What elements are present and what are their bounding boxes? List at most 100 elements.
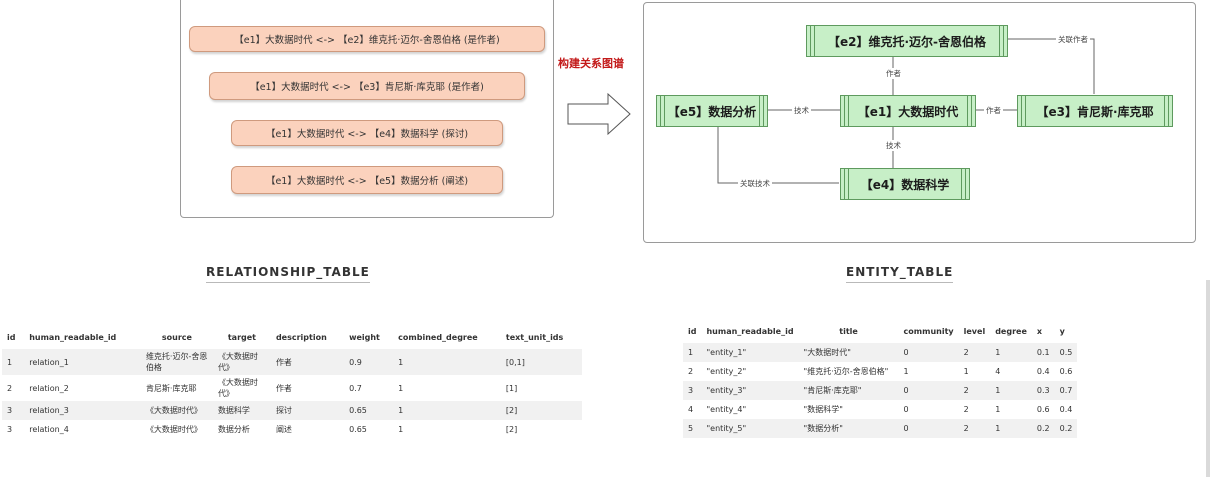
graph-edges [717, 38, 1095, 184]
cell-id: 2 [688, 367, 694, 376]
cell-degree: 1 [995, 405, 1001, 414]
column-header: title [839, 326, 858, 336]
cell-weight: 0.7 [349, 383, 362, 393]
column-header: id [7, 332, 16, 342]
table-row: 3 relation_3 《大数据时代》 数据科学 探讨 0.65 1 [2] [2, 401, 582, 420]
column-header: description [275, 332, 327, 342]
cell-target: 《大数据时代》 [217, 378, 258, 398]
cell-human-readable-id: "entity_4" [706, 405, 747, 414]
column-header: human_readable_id [706, 326, 794, 336]
column-header: level [963, 326, 986, 336]
cell-id: 5 [688, 424, 694, 433]
cell-human-readable-id: relation_1 [29, 357, 69, 367]
cell-degree: 1 [995, 424, 1001, 433]
cell-combined-degree: 1 [398, 406, 404, 415]
table-row: 5 "entity_5" "数据分析" 0 2 1 0.2 0.2 [683, 419, 1078, 438]
table-row: 1 "entity_1" "大数据时代" 0 2 1 0.1 0.5 [683, 343, 1078, 362]
cell-id: 1 [7, 357, 13, 367]
column-header: weight [349, 332, 380, 342]
cell-human-readable-id: relation_2 [29, 383, 69, 393]
cell-id: 3 [688, 386, 694, 395]
entity-table-title: ENTITY_TABLE [846, 265, 954, 283]
relation-item: 【e1】大数据时代 <-> 【e4】数据科学 (探讨) [231, 120, 503, 146]
cell-human-readable-id: relation_3 [29, 406, 69, 415]
cell-human-readable-id: "entity_3" [706, 386, 747, 395]
cell-weight: 0.65 [349, 425, 367, 434]
cell-text-unit-ids: [2] [505, 425, 518, 434]
cell-description: 作者 [275, 357, 292, 367]
cell-target: 《大数据时代》 [217, 352, 258, 372]
cell-level: 2 [963, 424, 969, 433]
cell-degree: 4 [995, 367, 1001, 376]
relation-item: 【e1】大数据时代 <-> 【e3】肯尼斯·库克耶 (是作者) [209, 72, 525, 100]
cell-y: 0.6 [1059, 367, 1073, 376]
cell-source: 肯尼斯·库克耶 [145, 383, 197, 393]
cell-title: "维克托·迈尔-舍恩伯格" [803, 367, 889, 376]
cell-y: 0.5 [1059, 348, 1073, 357]
cell-title: "肯尼斯·库克耶" [803, 386, 862, 395]
relationship-table-title: RELATIONSHIP_TABLE [206, 265, 370, 283]
column-header: combined_degree [398, 332, 478, 342]
graph-node-e2: 【e2】维克托·迈尔-舍恩伯格 [806, 25, 1008, 57]
cell-combined-degree: 1 [398, 425, 404, 434]
column-header: text_unit_ids [505, 332, 564, 342]
cell-human-readable-id: "entity_1" [706, 348, 747, 357]
knowledge-graph-panel: 【e2】维克托·迈尔-舍恩伯格 【e5】数据分析 【e1】大数据时代 【e3】肯… [643, 2, 1196, 243]
column-header: source [161, 332, 192, 342]
cell-community: 0 [903, 348, 909, 357]
cell-level: 2 [963, 348, 969, 357]
cell-combined-degree: 1 [398, 357, 404, 367]
cell-human-readable-id: relation_4 [29, 425, 69, 434]
cell-combined-degree: 1 [398, 383, 404, 393]
table-row: 3 "entity_3" "肯尼斯·库克耶" 0 2 1 0.3 0.7 [683, 381, 1078, 400]
cell-title: "大数据时代" [803, 348, 851, 357]
cell-x: 0.4 [1036, 367, 1050, 376]
graph-node-e4: 【e4】数据科学 [840, 168, 970, 200]
column-header: community [903, 326, 954, 336]
cell-source: 维克托·迈尔-舍恩伯格 [145, 352, 208, 372]
cell-human-readable-id: "entity_2" [706, 367, 747, 376]
cell-x: 0.6 [1036, 405, 1050, 414]
cell-id: 3 [7, 406, 13, 415]
table-row: 4 "entity_4" "数据科学" 0 2 1 0.6 0.4 [683, 400, 1078, 419]
edge-label-e1-e3: 作者 [984, 105, 1003, 116]
cell-description: 探讨 [275, 406, 292, 415]
cell-text-unit-ids: [0,1] [505, 357, 525, 367]
table-row: 2 relation_2 肯尼斯·库克耶 《大数据时代》 作者 0.7 1 [1… [2, 375, 582, 401]
arrow-label: 构建关系图谱 [558, 57, 624, 70]
cell-weight: 0.9 [349, 357, 362, 367]
cell-weight: 0.65 [349, 406, 367, 415]
graph-node-e3: 【e3】肯尼斯·库克耶 [1017, 95, 1173, 127]
cell-human-readable-id: "entity_5" [706, 424, 747, 433]
cell-x: 0.1 [1036, 348, 1050, 357]
cell-community: 0 [903, 424, 909, 433]
cell-y: 0.7 [1059, 386, 1073, 395]
cell-community: 0 [903, 405, 909, 414]
table-header-row: id human_readable_id source target descr… [2, 325, 582, 349]
cell-community: 0 [903, 386, 909, 395]
cell-target: 数据分析 [217, 425, 250, 434]
edge-label-e2-e3: 关联作者 [1056, 34, 1090, 45]
cell-text-unit-ids: [1] [505, 383, 518, 393]
column-header: y [1059, 326, 1065, 336]
graph-node-e5: 【e5】数据分析 [656, 95, 768, 127]
cell-x: 0.3 [1036, 386, 1050, 395]
edge-scroll-strip [1206, 280, 1210, 477]
table-header-row: id human_readable_id title community lev… [683, 319, 1077, 343]
table-row: 2 "entity_2" "维克托·迈尔-舍恩伯格" 1 1 4 0.4 0.6 [683, 362, 1078, 381]
edge-label-e1-e4: 技术 [884, 140, 903, 151]
cell-id: 2 [7, 383, 13, 393]
relationship-table: id human_readable_id source target descr… [2, 325, 582, 439]
table-row: 1 relation_1 维克托·迈尔-舍恩伯格 《大数据时代》 作者 0.9 … [2, 349, 582, 375]
cell-source: 《大数据时代》 [145, 406, 202, 415]
table-row: 3 relation_4 《大数据时代》 数据分析 阐述 0.65 1 [2] [2, 420, 582, 439]
entity-table: id human_readable_id title community lev… [683, 319, 1078, 438]
cell-degree: 1 [995, 386, 1001, 395]
cell-y: 0.2 [1059, 424, 1073, 433]
cell-title: "数据分析" [803, 424, 843, 433]
cell-id: 4 [688, 405, 694, 414]
cell-degree: 1 [995, 348, 1001, 357]
column-header: degree [995, 326, 1027, 336]
column-header: x [1036, 326, 1043, 336]
cell-text-unit-ids: [2] [505, 406, 518, 415]
